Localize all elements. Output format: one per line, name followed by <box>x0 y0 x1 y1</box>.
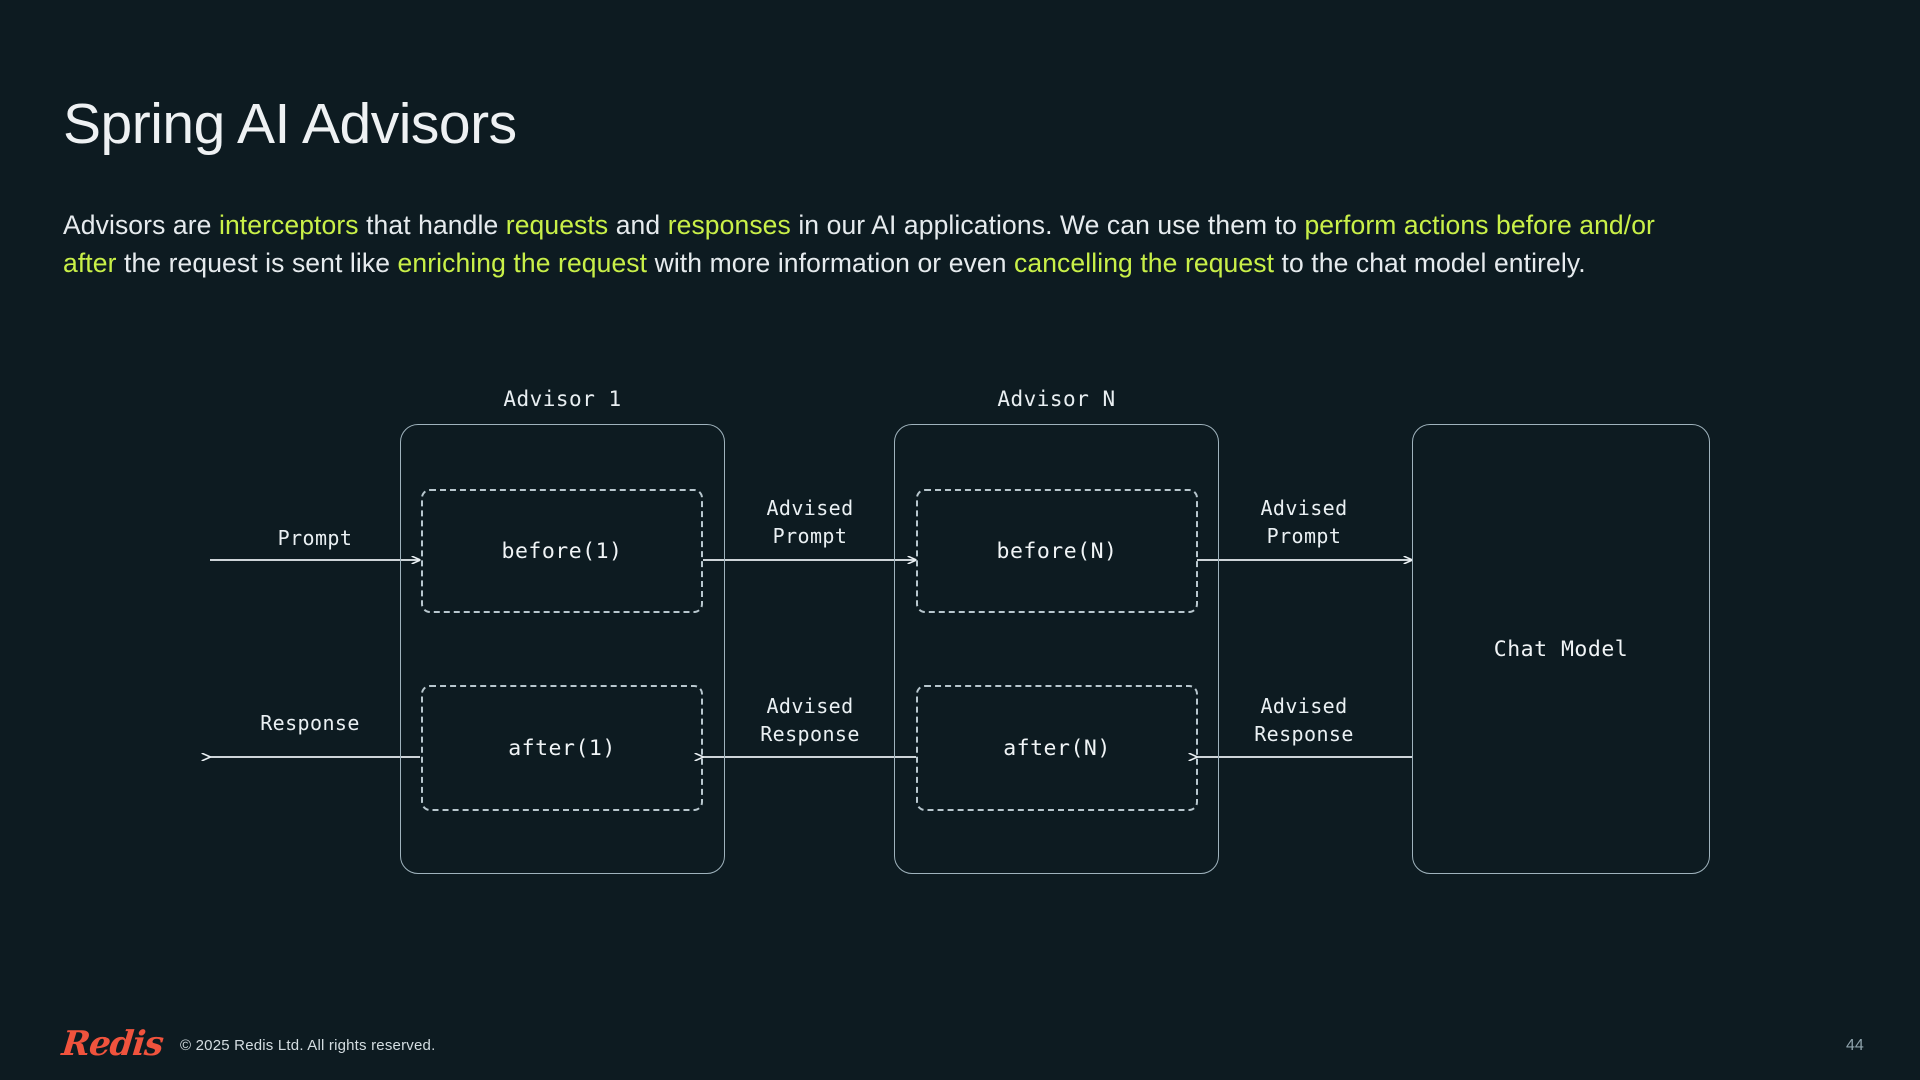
paragraph-text: and <box>608 210 668 240</box>
advisor-1-title: Advisor 1 <box>503 387 622 411</box>
redis-logo: Redis <box>59 1024 165 1064</box>
page-number: 44 <box>1846 1037 1864 1054</box>
arrow-label-advised-prompt-1: Advised Prompt <box>766 496 854 548</box>
paragraph-highlight: enriching the request <box>397 248 648 278</box>
advisor-n-before-box[interactable]: before(N) <box>916 489 1198 613</box>
paragraph-text: the request is sent like <box>116 248 398 278</box>
arrow-label-advised-response-2: Advised Response <box>1254 694 1354 746</box>
paragraph-highlight: responses <box>667 210 791 240</box>
arrow-label-prompt: Prompt <box>277 526 353 550</box>
arrow-label-advised-response-1: Advised Response <box>760 694 860 746</box>
advisor-1-after-box[interactable]: after(1) <box>421 685 703 811</box>
advisor-1-before-box[interactable]: before(1) <box>421 489 703 613</box>
intro-paragraph: Advisors are interceptors that handle re… <box>63 206 1663 282</box>
paragraph-highlight: interceptors <box>218 210 359 240</box>
advisor-1-box <box>400 424 725 874</box>
paragraph-highlight: requests <box>505 210 609 240</box>
advisor-n-box <box>894 424 1219 874</box>
arrow-label-response: Response <box>260 711 360 735</box>
page-title: Spring AI Advisors <box>63 92 517 156</box>
paragraph-text: to the chat model entirely. <box>1274 248 1586 278</box>
paragraph-text: Advisors are <box>63 210 219 240</box>
paragraph-text: in our AI applications. We can use them … <box>790 210 1305 240</box>
paragraph-text: that handle <box>358 210 506 240</box>
arrow-label-advised-prompt-2: Advised Prompt <box>1260 496 1348 548</box>
copyright-text: © 2025 Redis Ltd. All rights reserved. <box>180 1037 436 1054</box>
paragraph-highlight: cancelling the request <box>1014 248 1275 278</box>
paragraph-text: with more information or even <box>647 248 1015 278</box>
advisor-n-title: Advisor N <box>997 387 1116 411</box>
paragraph-highlight: perform actions before and/or after <box>63 210 1655 278</box>
chat-model-box[interactable]: Chat Model <box>1412 424 1710 874</box>
advisor-n-after-box[interactable]: after(N) <box>916 685 1198 811</box>
